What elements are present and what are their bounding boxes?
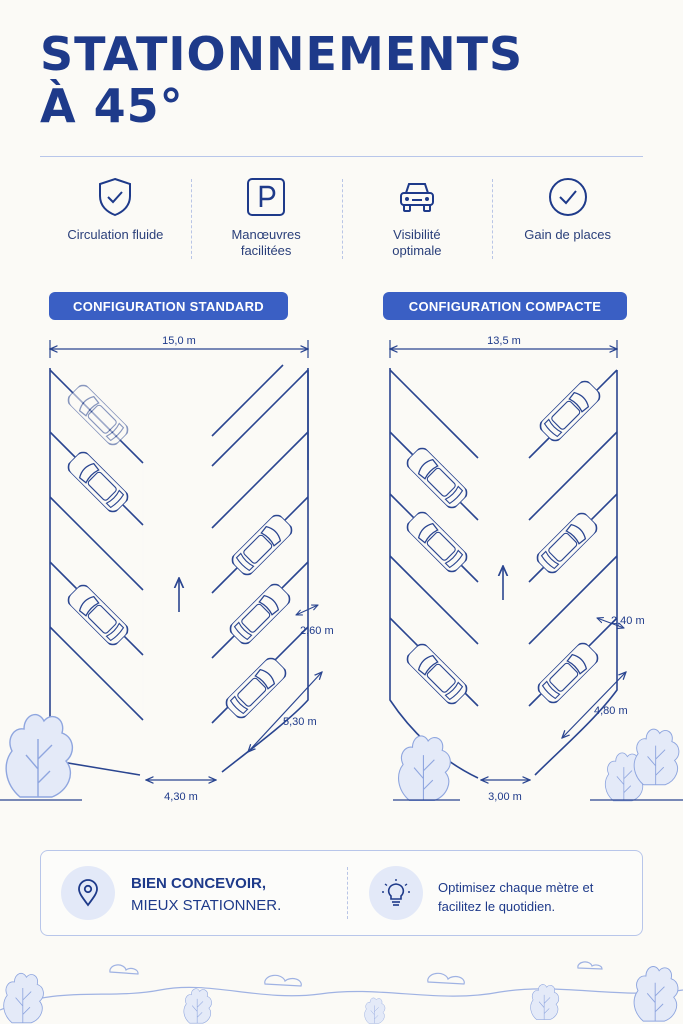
footer-divider <box>347 867 348 919</box>
title-line-2: À 45° <box>40 79 184 133</box>
features-row: Circulation fluide Manœuvres facilitées … <box>40 175 643 265</box>
car-icon <box>64 381 132 449</box>
parking-sign-icon <box>247 178 286 216</box>
feature-label: Manœuvres facilitées <box>231 227 301 258</box>
lightbulb-icon <box>369 866 423 920</box>
config-standard-pill: CONFIGURATION STANDARD <box>49 292 288 320</box>
std-aisle-width: 4,30 m <box>164 791 198 803</box>
feature-circulation: Circulation fluide <box>40 175 191 265</box>
check-circle-icon <box>548 178 587 216</box>
car-icon <box>64 448 132 516</box>
car-icon <box>536 377 604 445</box>
tree-illustration <box>183 988 212 1024</box>
std-stall-depth: 5,30 m <box>283 716 317 728</box>
car-icon <box>222 654 290 722</box>
cmp-aisle-width: 3,00 m <box>488 791 522 803</box>
location-pin-icon <box>61 866 115 920</box>
page-title: STATIONNEMENTS À 45° <box>40 28 523 132</box>
feature-gain: Gain de places <box>492 175 643 265</box>
tree-illustration <box>633 728 680 786</box>
tree-illustration <box>633 966 679 1022</box>
car-icon <box>226 580 294 648</box>
car-icon <box>228 511 296 579</box>
footer-headline-regular: MIEUX STATIONNER. <box>131 897 282 914</box>
footer-headline-bold: BIEN CONCEVOIR, <box>131 875 267 892</box>
footer-card: BIEN CONCEVOIR, MIEUX STATIONNER. Optimi… <box>40 850 643 936</box>
tree-illustration <box>3 972 44 1024</box>
footer-tip: Optimisez chaque mètre et facilitez le q… <box>438 880 594 914</box>
cmp-total-width: 13,5 m <box>487 335 521 347</box>
tree-illustration <box>397 735 451 801</box>
tree-illustration <box>530 984 560 1020</box>
title-divider <box>40 156 643 157</box>
feature-label: Circulation fluide <box>67 227 164 242</box>
feature-visibilite: Visibilité optimale <box>341 175 493 265</box>
config-compact-pill: CONFIGURATION COMPACTE <box>383 292 627 320</box>
std-total-width: 15,0 m <box>162 335 196 347</box>
std-stall-width: 2,60 m <box>300 625 334 637</box>
car-icon <box>403 640 471 708</box>
car-icon <box>534 639 602 707</box>
feature-label: Visibilité optimale <box>392 227 442 258</box>
tree-illustration <box>5 713 74 798</box>
feature-manoeuvres: Manœuvres facilitées <box>190 175 342 265</box>
title-line-1: STATIONNEMENTS <box>40 27 524 81</box>
tree-illustration <box>364 997 386 1024</box>
car-front-icon <box>399 183 434 212</box>
cmp-stall-width: 2,40 m <box>611 615 645 627</box>
cmp-stall-depth: 4,80 m <box>594 705 628 717</box>
feature-label: Gain de places <box>524 227 611 242</box>
car-icon <box>64 581 132 649</box>
shield-check-icon <box>99 177 132 217</box>
